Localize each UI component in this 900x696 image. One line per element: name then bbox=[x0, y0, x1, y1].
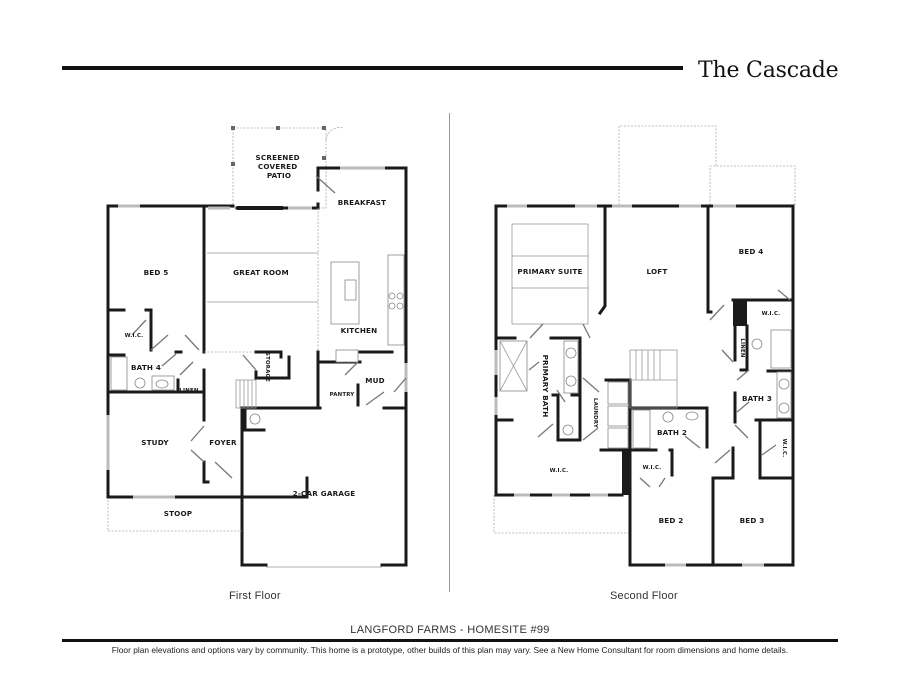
room-label-bath-3: BATH 3 bbox=[742, 394, 772, 403]
second-floor-plan: PRIMARY SUITE LOFT BED 4 W.I.C. LINEN PR… bbox=[493, 125, 796, 567]
room-label-bed-5: BED 5 bbox=[144, 268, 169, 277]
disclaimer-text: Floor plan elevations and options vary b… bbox=[111, 645, 789, 655]
room-label-wic-bed4: W.I.C. bbox=[762, 311, 781, 317]
footer-rule bbox=[62, 639, 838, 642]
room-label-mud: MUD bbox=[365, 376, 385, 385]
room-label-linen: LINEN bbox=[179, 388, 198, 394]
room-label-primary-suite: PRIMARY SUITE bbox=[517, 267, 582, 276]
room-label-breakfast: BREAKFAST bbox=[338, 198, 387, 207]
room-label-primary-bath: PRIMARY BATH bbox=[541, 355, 550, 418]
room-label-bath-4: BATH 4 bbox=[131, 363, 161, 372]
room-label-laundry: LAUNDRY bbox=[592, 398, 598, 428]
room-label-bed-3: BED 3 bbox=[740, 516, 765, 525]
room-label-wic-bed3: W.I.C. bbox=[781, 439, 787, 458]
room-label-screened-patio: SCREENED COVERED PATIO bbox=[256, 153, 303, 180]
room-label-kitchen: KITCHEN bbox=[341, 326, 378, 335]
first-floor-plan: SCREENED COVERED PATIO BREAKFAST BED 5 G… bbox=[106, 126, 408, 568]
room-label-study: STUDY bbox=[141, 438, 169, 447]
room-label-wic: W.I.C. bbox=[125, 333, 144, 339]
room-label-pantry: PANTRY bbox=[330, 392, 355, 398]
first-floor-label: First Floor bbox=[229, 590, 281, 602]
room-label-wic-primary: W.I.C. bbox=[550, 468, 569, 474]
floor-plans-drawing: SCREENED COVERED PATIO BREAKFAST BED 5 G… bbox=[106, 125, 796, 568]
room-label-stoop: STOOP bbox=[164, 509, 193, 518]
room-label-loft: LOFT bbox=[646, 267, 667, 276]
room-label-foyer: FOYER bbox=[209, 438, 237, 447]
floor-divider bbox=[449, 113, 450, 592]
room-label-bath-2: BATH 2 bbox=[657, 428, 687, 437]
room-label-garage: 2-CAR GARAGE bbox=[293, 489, 356, 498]
header-rule bbox=[62, 66, 683, 70]
room-label-linen-2: LINEN bbox=[739, 338, 745, 357]
room-label-wic-bed2: W.I.C. bbox=[643, 465, 662, 471]
second-floor-label: Second Floor bbox=[610, 590, 678, 602]
room-label-bed-4: BED 4 bbox=[739, 247, 764, 256]
community-homesite-label: LANGFORD FARMS - HOMESITE #99 bbox=[350, 624, 550, 636]
room-label-storage: STORAGE bbox=[264, 352, 270, 382]
plan-title: The Cascade bbox=[698, 58, 839, 83]
room-label-bed-2: BED 2 bbox=[659, 516, 684, 525]
room-label-great-room: GREAT ROOM bbox=[233, 268, 289, 277]
